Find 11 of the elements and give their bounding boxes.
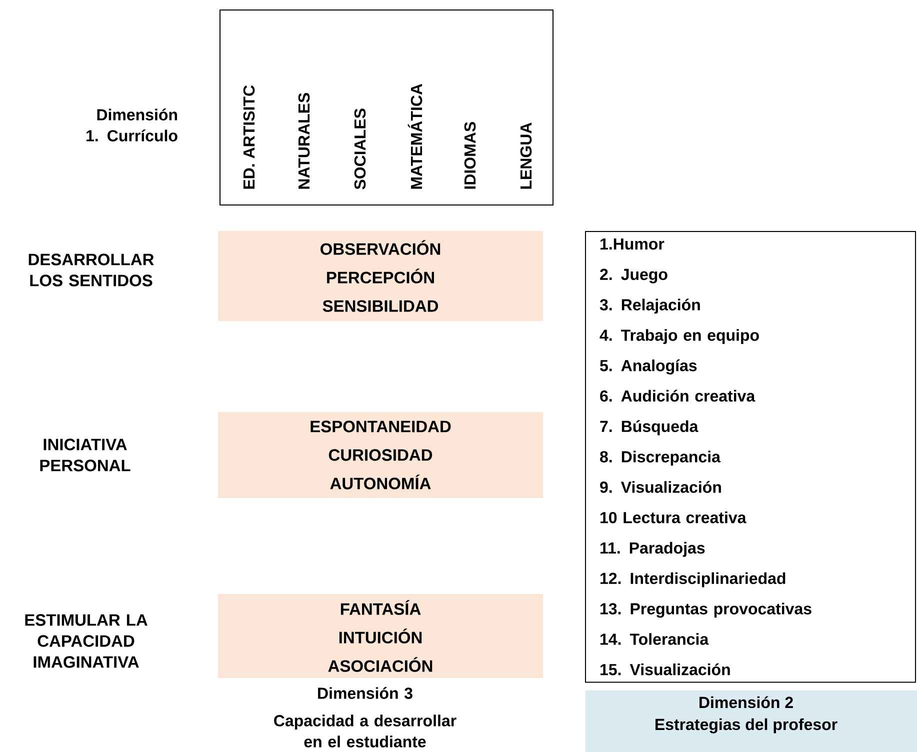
skill-box: ESPONTANEIDAD CURIOSIDAD AUTONOMÍA <box>218 412 543 498</box>
subject-box: ED. ARTISITC NATURALES SOCIALES MATEMÁTICA IDIOMAS LENGUA <box>220 10 554 206</box>
skill-box: FANTASÍA INTUICIÓN ASOCIACIÓN <box>218 594 543 678</box>
strategy-list-box: 1.Humor 2. Juego 3. Relajación 4. Trabajo en equipo 5. Analogías 6. Audición creativa 7. Búsqueda 8. Discrepancia 9. Visualización 10 Lectura creativa 11. Paradojas 12. Interdisciplinariedad 13. Preguntas provocativas 14. Tolerancia 15. Visualización <box>585 231 916 683</box>
category-label: INICIATIVA PERSONAL <box>40 438 130 472</box>
category-label: DESARROLLAR LOS SENTIDOS <box>28 254 154 286</box>
skill-box: OBSERVACIÓN PERCEPCIÓN SENSIBILIDAD <box>218 231 543 321</box>
dimension-box: Dimensión 2 Estrategias del profesor <box>585 690 917 752</box>
dimension-label: Capacidad a desarrollar en el estudiante <box>274 714 456 748</box>
dimension-label: Dimensión 1. Currículo <box>86 108 178 142</box>
category-label: ESTIMULAR LA CAPACIDAD IMAGINATIVA <box>25 614 148 668</box>
